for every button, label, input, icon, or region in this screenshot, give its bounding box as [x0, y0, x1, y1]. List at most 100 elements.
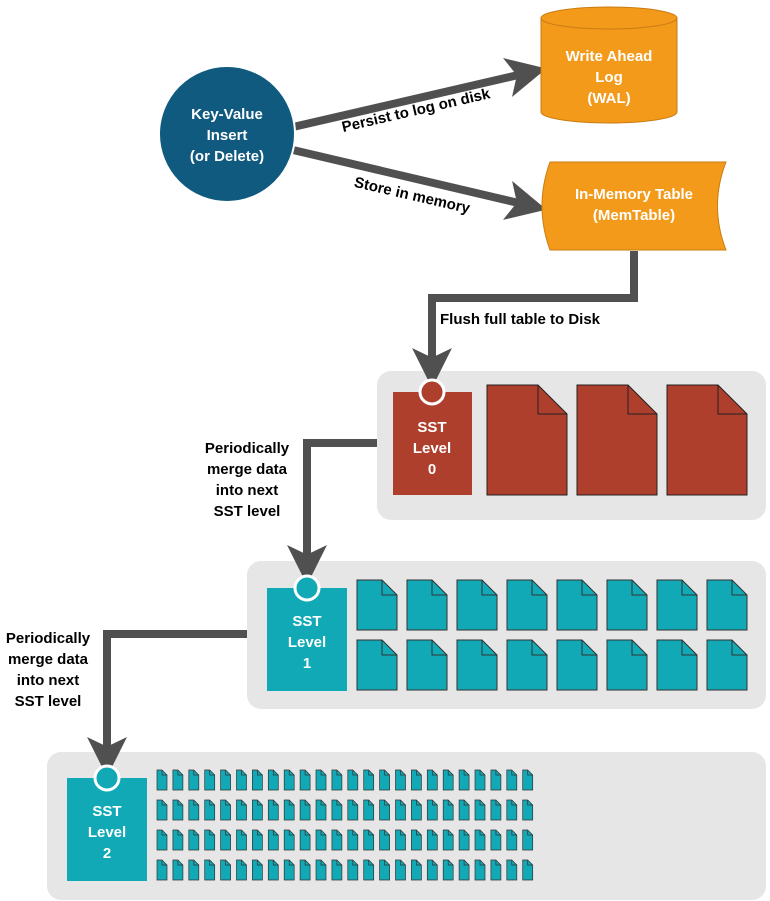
sst-file-fold: [511, 860, 517, 866]
level-2-line-1: SST: [92, 803, 121, 820]
sst-file-fold: [463, 860, 470, 866]
sst-file-fold: [495, 830, 501, 836]
sst-file-fold: [161, 800, 167, 806]
sst-file-fold: [241, 860, 247, 866]
sst-file-fold: [717, 385, 747, 415]
sst-file-fold: [193, 830, 199, 836]
sst-file-fold: [481, 580, 497, 596]
sst-file-fold: [352, 800, 358, 806]
sst-file-fold: [257, 860, 263, 866]
merge-label-2-line-2: merge data: [8, 651, 89, 668]
sst-file-fold: [193, 860, 199, 866]
memtable-line-2: (MemTable): [593, 207, 675, 224]
sst-file-fold: [320, 800, 326, 806]
sst-file-fold: [527, 860, 533, 866]
sst-file-fold: [400, 860, 406, 866]
flush-arrow: [412, 251, 638, 388]
level-0-line-3: 0: [428, 461, 436, 478]
wal-cylinder: Write Ahead Log (WAL): [540, 6, 678, 124]
sst-file-fold: [257, 800, 263, 806]
sst-file-fold: [336, 770, 342, 776]
sst-file-fold: [336, 860, 342, 866]
sst-file-fold: [368, 830, 374, 836]
sst-file-fold: [447, 860, 454, 866]
sst-file-icon: [486, 384, 568, 496]
sst-file-fold: [352, 860, 358, 866]
sst-file-fold: [209, 770, 215, 776]
sst-file-fold: [384, 830, 390, 836]
level-1-header: SST Level 1: [267, 574, 347, 691]
level-0-files: [486, 384, 748, 496]
sst-file-fold: [161, 830, 167, 836]
sst-file-fold: [531, 640, 547, 656]
level-0-line-1: SST: [417, 419, 446, 436]
sst-file-icon: [706, 639, 748, 691]
sst-file-fold: [416, 860, 422, 866]
sst-file-fold: [241, 830, 247, 836]
sst-file-fold: [381, 580, 397, 596]
merge-arrow-level1: [287, 439, 377, 585]
persist-arrow: [292, 58, 547, 131]
level-1-line-3: 1: [303, 655, 311, 672]
sst-file-fold: [384, 770, 390, 776]
sst-file-fold: [257, 770, 263, 776]
merge-label-2-line-1: Periodically: [6, 630, 91, 647]
sst-file-fold: [447, 800, 454, 806]
sst-file-icon: [576, 384, 658, 496]
sst-file-fold: [511, 770, 517, 776]
sst-file-fold: [241, 800, 247, 806]
sst-file-fold: [631, 640, 647, 656]
sst-file-icon: [506, 579, 548, 631]
level-0-line-2: Level: [413, 440, 451, 457]
level-2-panel: [47, 752, 766, 900]
sst-file-fold: [225, 800, 231, 806]
wal-line-2: Log: [595, 69, 623, 86]
sst-file-fold: [731, 640, 747, 656]
sst-file-fold: [431, 640, 447, 656]
level-2-header: SST Level 2: [67, 764, 147, 881]
sst-file-fold: [527, 800, 533, 806]
sst-file-fold: [527, 830, 533, 836]
sst-file-icon: [606, 579, 648, 631]
sst-file-fold: [352, 770, 358, 776]
sst-file-icon: [356, 579, 398, 631]
sst-file-fold: [272, 800, 279, 806]
sst-file-fold: [431, 830, 438, 836]
sst-file-fold: [511, 800, 517, 806]
level-2-line-2: Level: [88, 824, 126, 841]
sst-file-fold: [288, 830, 295, 836]
sst-file-icon: [406, 639, 448, 691]
sst-file-fold: [431, 770, 438, 776]
sst-file-fold: [527, 770, 533, 776]
sst-file-fold: [161, 770, 167, 776]
sst-file-fold: [320, 830, 326, 836]
sst-file-fold: [304, 800, 311, 806]
level-1-files: [356, 579, 748, 691]
sst-file-icon: [606, 639, 648, 691]
sst-file-fold: [288, 860, 295, 866]
sst-file-fold: [431, 860, 438, 866]
sst-file-fold: [731, 580, 747, 596]
sst-file-fold: [537, 385, 567, 415]
sst-file-fold: [400, 770, 406, 776]
sst-file-fold: [681, 580, 697, 596]
sst-file-fold: [368, 860, 374, 866]
store-arrow: [292, 146, 547, 220]
sst-file-fold: [447, 830, 454, 836]
insert-node-line-1: Key-Value: [191, 106, 263, 123]
sst-file-fold: [384, 860, 390, 866]
level-0-header: SST Level 0: [393, 378, 472, 495]
sst-file-fold: [463, 800, 470, 806]
insert-node-line-2: Insert: [207, 127, 248, 144]
sst-file-icon: [406, 579, 448, 631]
wal-line-1: Write Ahead: [566, 48, 653, 65]
sst-file-fold: [463, 770, 470, 776]
sst-file-icon: [706, 579, 748, 631]
sst-file-fold: [479, 770, 485, 776]
sst-file-fold: [209, 830, 215, 836]
sst-file-icon: [666, 384, 748, 496]
level-2-line-3: 2: [103, 845, 111, 862]
sst-file-fold: [320, 860, 326, 866]
sst-file-fold: [288, 770, 295, 776]
merge-label-1-line-1: Periodically: [205, 440, 290, 457]
